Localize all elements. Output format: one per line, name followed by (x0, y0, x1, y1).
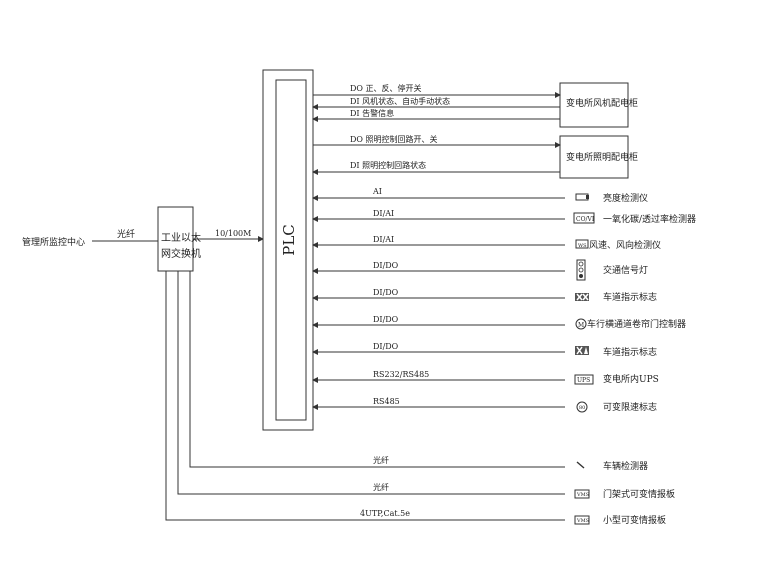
fiber-link-label: 光纤 (117, 228, 135, 240)
device-label: 车道指示标志 (603, 291, 657, 303)
speed-limit-sign-icon (576, 401, 588, 413)
device-label: 车道指示标志 (603, 346, 657, 358)
device-row: DI/DO 交通信号灯 (312, 259, 648, 281)
lane-sign-icon (575, 293, 589, 301)
small-vms-icon-text: VMS (576, 518, 590, 524)
device-row: AI 亮度检测仪 (312, 187, 648, 204)
switch-plc-speed-label: 10/100M (215, 229, 251, 238)
wind-sensor-icon (575, 239, 589, 249)
gantry-vms-icon (574, 489, 590, 499)
switch-label-line2: 网交换机 (161, 247, 201, 260)
brightness-sensor-icon-lens (586, 195, 589, 199)
bottom-link: 4UTP,Cat.5e VMS 小型可变情报板 (165, 271, 666, 526)
gantry-vms-icon-text: VMS (576, 492, 590, 498)
device-label: 车行横通道卷帘门控制器 (587, 318, 686, 330)
device-signal-label: RS485 (373, 397, 400, 406)
ups-icon-text: UPS (577, 377, 590, 384)
fan-signal-2: DI 风机状态、自动手动状态 (350, 96, 450, 106)
vehicle-detector-icon (576, 461, 585, 469)
bottom-link-line (177, 271, 565, 495)
shutter-controller-icon (575, 318, 587, 330)
device-signal-label: DI/AI (373, 209, 394, 218)
fan-signal-1: DO 正、反、停开关 (350, 83, 422, 93)
speed-limit-sign-icon-text: 80 (579, 405, 585, 411)
device-signal-label: DI/AI (373, 235, 394, 244)
device-row: DI/AI CO/VI 一氧化碳/透过率检测器 (312, 209, 696, 225)
device-signal-label: DI/DO (373, 342, 399, 351)
device-label: 风速、风向检测仪 (589, 239, 661, 251)
bottom-link-signal: 光纤 (373, 455, 389, 465)
bottom-link-signal: 4UTP,Cat.5e (360, 509, 410, 518)
ups-icon (574, 374, 594, 385)
bottom-link-label: 门架式可变情报板 (603, 488, 675, 500)
device-label: 可变限速标志 (603, 401, 657, 413)
bottom-link-label: 车辆检测器 (603, 460, 648, 472)
monitoring-center-label: 管理所监控中心 (22, 236, 85, 248)
fan-signal-3: DI 告警信息 (350, 108, 394, 118)
switch-label-line1: 工业以太 (161, 231, 201, 244)
bottom-link-line (189, 271, 565, 468)
bottom-link: 光纤 车辆检测器 (189, 271, 648, 472)
device-label: 亮度检测仪 (603, 192, 648, 204)
lighting-signal-2: DI 照明控制回路状态 (350, 160, 426, 170)
lighting-cabinet-label: 变电所照明配电柜 (566, 151, 638, 163)
bottom-link-signal: 光纤 (373, 482, 389, 492)
device-label: 交通信号灯 (603, 264, 648, 276)
fan-cabinet-box (559, 82, 629, 128)
co-detector-icon-text: CO/VI (576, 216, 595, 223)
device-row: DI/AI WS 风速、风向检测仪 (312, 235, 661, 251)
co-detector-icon (573, 212, 595, 224)
bottom-link-label: 小型可变情报板 (603, 514, 666, 526)
device-signal-label: DI/DO (373, 288, 399, 297)
device-signal-label: AI (372, 187, 382, 196)
device-row: DI/DO 车道指示标志 (312, 342, 657, 358)
device-row: DI/DO 车道指示标志 (312, 288, 657, 303)
device-signal-label: DI/DO (373, 261, 399, 270)
lane-sign-icon (575, 346, 589, 355)
lighting-signal-1: DO 照明控制回路开、关 (350, 134, 438, 144)
device-label: 一氧化碳/透过率检测器 (603, 213, 696, 225)
device-signal-label: RS232/RS485 (373, 370, 429, 379)
fan-cabinet-label: 变电所风机配电柜 (566, 97, 638, 109)
plc-label: PLC (280, 224, 298, 256)
bottom-link-line (165, 271, 565, 521)
device-row: RS232/RS485 UPS 变电所内UPS (312, 370, 659, 385)
bottom-link: 光纤 VMS 门架式可变情报板 (177, 271, 675, 500)
device-signal-label: DI/DO (373, 315, 399, 324)
plc-inner-box (275, 79, 307, 421)
traffic-light-icon (576, 259, 586, 281)
shutter-controller-icon-text: M (578, 322, 584, 329)
lighting-cabinet-box (559, 135, 629, 179)
device-label: 变电所内UPS (603, 373, 659, 385)
device-row: RS485 80 可变限速标志 (312, 397, 657, 413)
small-vms-icon (574, 515, 590, 525)
wind-sensor-icon-text: WS (578, 243, 587, 249)
device-row: DI/DO M 车行横通道卷帘门控制器 (312, 315, 686, 330)
